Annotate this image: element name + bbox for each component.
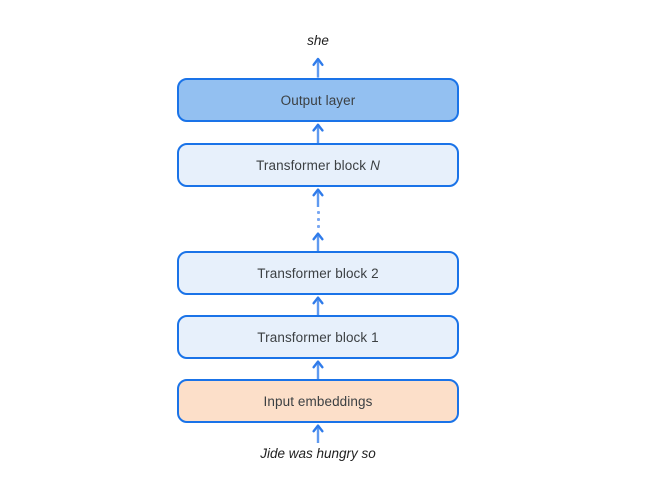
predicted-token-label: she: [307, 33, 329, 48]
arrow-block1-to-block2-icon: [312, 296, 324, 315]
box-label: Output layer: [280, 92, 356, 108]
transformer-diagram: she Output layer Transformer block N: [177, 0, 459, 462]
output-layer-box: Output layer: [177, 78, 459, 122]
box-label: Input embeddings: [263, 393, 373, 409]
arrow-input-to-block1-icon: [312, 360, 324, 379]
vertical-ellipsis-icon: [316, 207, 320, 231]
arrow-blockn-to-output-icon: [312, 123, 324, 143]
arrow-tokens-to-input-icon: [312, 424, 324, 443]
arrow-block2-to-dots-icon: [312, 232, 324, 251]
arrow-output-to-prediction-icon: [312, 57, 324, 78]
box-label: Transformer block 2: [257, 265, 379, 281]
transformer-block-1-box: Transformer block 1: [177, 315, 459, 359]
transformer-block-n-box: Transformer block N: [177, 143, 459, 187]
box-label-variable: N: [370, 157, 380, 173]
arrow-dots-to-blockn-icon: [312, 188, 324, 207]
transformer-block-2-box: Transformer block 2: [177, 251, 459, 295]
input-tokens-label: Jide was hungry so: [260, 446, 376, 461]
input-embeddings-box: Input embeddings: [177, 379, 459, 423]
ellipsis-dot: [316, 210, 320, 214]
box-label: Transformer block 1: [257, 329, 379, 345]
ellipsis-dot: [316, 224, 320, 228]
ellipsis-dot: [316, 217, 320, 221]
box-label: Transformer block: [256, 157, 367, 173]
